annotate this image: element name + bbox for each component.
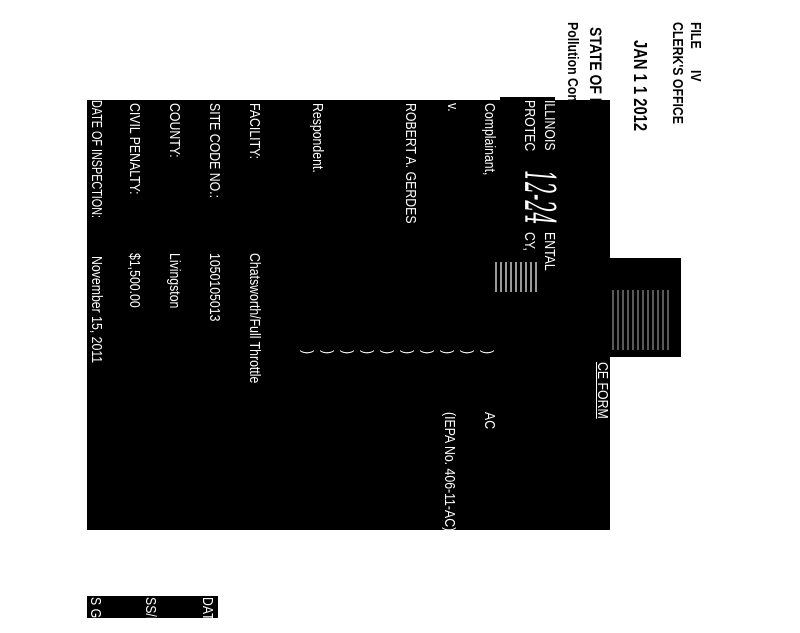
complainant-name-2b: CY,: [521, 232, 538, 251]
form-title: CE FORM: [594, 362, 611, 419]
civil-penalty-value: $1,500.00: [126, 253, 143, 308]
inspection-date-label: DATE OF INSPECTION:: [88, 100, 105, 219]
stamp-iv: IV: [687, 70, 704, 82]
bracket: ): [359, 350, 376, 355]
footer-ss-fe: SS/FE: [142, 597, 159, 633]
footer-strip: [87, 596, 218, 618]
respondent-name: ROBERT A. GERDES: [402, 103, 419, 224]
facility-value: Chatsworth/Full Throttle: [246, 253, 263, 384]
bracket: ): [399, 350, 416, 355]
scan-noise: [495, 262, 540, 292]
bracket: ): [419, 350, 436, 355]
stamp-date: JAN 1 1 2012: [630, 40, 650, 132]
bracket: ): [479, 350, 496, 355]
complainant-label: Complainant,: [481, 103, 498, 176]
facility-label: FACILITY:: [246, 103, 263, 160]
stamp-file: FILE: [687, 22, 704, 49]
bracket: ): [319, 350, 336, 355]
complainant-name-2a: PROTEC: [521, 100, 538, 152]
inspection-date-value: November 15, 2011: [88, 256, 105, 364]
respondent-label: Respondent.: [309, 103, 326, 173]
bracket: ): [379, 350, 396, 355]
stamp-state: STATE OF ILLINOIS: [586, 27, 605, 157]
document-body-inverted: [87, 100, 610, 530]
site-code-label: SITE CODE NO.:: [206, 103, 223, 199]
stamp-board: Pollution Control Board: [564, 22, 581, 161]
document-header-strip: [500, 97, 555, 102]
county-label: COUNTY:: [166, 103, 183, 158]
footer-date: DATE: [199, 597, 216, 629]
civil-penalty-label: CIVIL PENALTY:: [126, 103, 143, 195]
county-value: Livingston: [166, 253, 183, 309]
versus: v.: [444, 103, 461, 112]
bracket: ): [339, 350, 356, 355]
footer-s-gv: S GV: [87, 597, 104, 627]
bracket: ): [439, 350, 456, 355]
case-number: (IEPA No. 406-11-AC): [441, 412, 458, 532]
scan-noise: [612, 290, 672, 350]
stamp-clerks-office: CLERK'S OFFICE: [669, 22, 686, 125]
complainant-name-1b: ENTAL: [541, 232, 558, 271]
bracket: ): [299, 350, 316, 355]
handwritten-docket-number: 12-24: [515, 170, 564, 225]
site-code-value: 1050105013: [206, 253, 223, 322]
complainant-name-1a: ILLINOIS: [541, 100, 558, 151]
scan-block-right: [608, 258, 681, 357]
case-type: AC: [481, 412, 498, 430]
bracket: ): [459, 350, 476, 355]
